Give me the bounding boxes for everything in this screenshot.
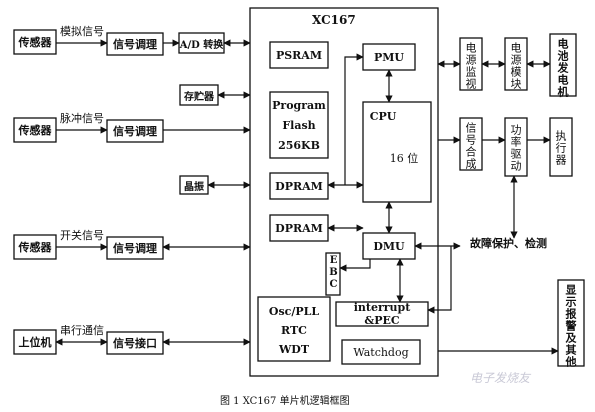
- ebc-box: [325, 252, 341, 296]
- memory-label: 存贮器: [184, 91, 214, 103]
- flash-line-2: Flash: [282, 118, 316, 132]
- conditioner-label-2: 信号调理: [113, 125, 157, 138]
- sensor-label-1: 传感器: [18, 36, 52, 49]
- signal-pulse: 脉冲信号: [60, 112, 104, 125]
- watchdog-box: [341, 339, 421, 365]
- crystal-label: 晶振: [184, 181, 204, 193]
- ebc-label: EBC: [328, 255, 339, 291]
- chip-title: XC167: [312, 13, 356, 27]
- flash-line-3: 256KB: [278, 138, 320, 152]
- program-flash-box: [269, 91, 329, 159]
- figure-caption: 图 1 XC167 单片机逻辑框图: [220, 396, 350, 407]
- watchdog-label: Watchdog: [353, 345, 409, 359]
- sensor-label-2: 传感器: [18, 124, 52, 137]
- chip-outline: [249, 7, 439, 377]
- interrupt-box: [335, 301, 429, 327]
- dmu-label: DMU: [373, 239, 405, 253]
- interrupt-label: interrupt &PEC: [353, 301, 411, 327]
- signal-switch: 开关信号: [60, 229, 104, 242]
- flash-line-1: Program: [272, 98, 326, 112]
- conditioner-label-3: 信号调理: [113, 242, 157, 255]
- cpu-bits: 16 位: [389, 152, 419, 165]
- sensor-box-1: [13, 29, 57, 55]
- pmu-label: PMU: [373, 50, 405, 64]
- cpu-box: [362, 101, 432, 203]
- power-drive-label: 功率驱动: [509, 124, 522, 172]
- power-monitor-label: 电源监视: [464, 42, 477, 90]
- watermark: 电子发烧友: [470, 371, 531, 385]
- host-label: 上位机: [18, 336, 52, 349]
- osc-line-1: Osc/PLL: [268, 304, 320, 318]
- signal-synth-box: [459, 117, 483, 171]
- signal-synth-label: 信号合成: [464, 122, 477, 170]
- actuator-label: 执行器: [554, 130, 567, 166]
- signal-analog: 模拟信号: [60, 25, 104, 38]
- psram-label: PSRAM: [275, 48, 323, 62]
- psram-box: [269, 41, 329, 69]
- cpu-title: CPU: [369, 109, 397, 123]
- dpram-label-2: DPRAM: [275, 221, 323, 235]
- signal-serial: 串行通信: [60, 324, 104, 337]
- display-alarm-label: 显示报警及其他: [564, 284, 577, 368]
- power-module-label: 电源模块: [509, 42, 522, 90]
- conditioner-label-1: 信号调理: [113, 38, 157, 51]
- osc-line-3: WDT: [278, 342, 310, 356]
- dpram-label-1: DPRAM: [275, 179, 323, 193]
- actuator-box: [549, 117, 573, 177]
- display-alarm-box: [557, 279, 585, 367]
- serial-interface-label: 信号接口: [113, 337, 157, 350]
- osc-box: [257, 296, 331, 362]
- sensor-label-3: 传感器: [18, 241, 52, 254]
- osc-line-2: RTC: [281, 323, 307, 337]
- fault-protect-label: 故障保护、检测: [470, 237, 547, 250]
- battery-label: 电池发电机: [556, 38, 569, 98]
- adc-label: A/D 转换: [179, 39, 224, 51]
